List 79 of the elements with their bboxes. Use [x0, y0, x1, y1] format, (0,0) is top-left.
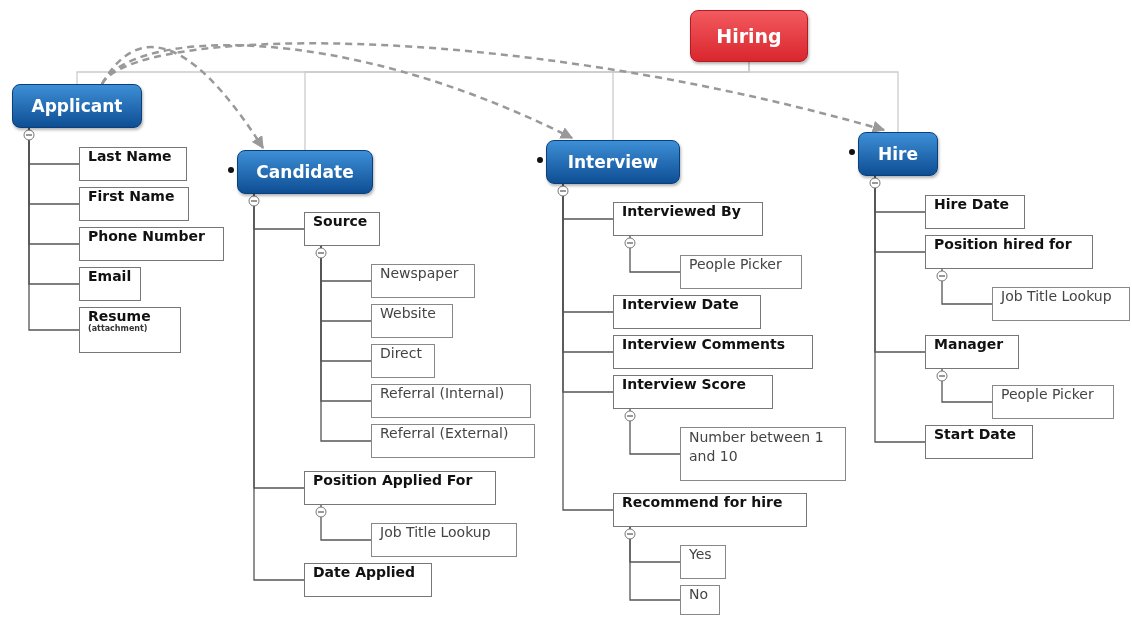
field-box	[925, 425, 1033, 459]
field-box	[613, 202, 763, 236]
field-label: Last Name	[88, 148, 172, 165]
field-box	[371, 264, 475, 298]
connector-line	[941, 368, 993, 403]
connector-line	[748, 61, 899, 133]
field-box	[371, 304, 453, 338]
topic-box	[237, 150, 373, 194]
field-label: Interview Score	[622, 376, 746, 393]
topic-label: Hire	[878, 143, 918, 165]
field-label: No	[689, 586, 709, 603]
field-label: People Picker	[1001, 386, 1094, 403]
field-box	[304, 563, 432, 597]
field-label: Newspaper	[380, 265, 459, 282]
field-box	[371, 384, 531, 418]
topic-label: Interview	[567, 151, 659, 173]
dashed-arrow	[101, 42, 886, 134]
field-box	[925, 335, 1019, 369]
connector-line	[941, 268, 993, 305]
field-box	[925, 195, 1025, 229]
connector-line	[320, 504, 372, 541]
field-box	[680, 255, 802, 289]
field-box	[680, 585, 720, 615]
field-box	[680, 427, 846, 481]
field-label: Position Applied For	[313, 472, 473, 489]
field-box	[613, 335, 813, 369]
field-box	[371, 424, 535, 458]
field-box	[304, 212, 380, 246]
field-label: Referral (Internal)	[380, 385, 505, 402]
field-box	[680, 545, 726, 579]
field-box	[992, 287, 1130, 321]
field-box	[79, 227, 224, 261]
topic-box	[546, 140, 680, 184]
field-label: Source	[313, 213, 368, 230]
topic-box	[858, 132, 938, 176]
field-label: Job Title Lookup	[380, 524, 491, 541]
field-label: Resume	[88, 308, 151, 324]
field-label: Position hired for	[934, 236, 1072, 253]
field-box	[79, 267, 141, 301]
field-label: Recommend for hire	[622, 494, 783, 511]
field-note: (attachment)	[88, 324, 148, 334]
field-box	[925, 235, 1093, 269]
field-label: Email	[88, 268, 132, 285]
field-label: Job Title Lookup	[1001, 288, 1112, 305]
field-label: Date Applied	[313, 564, 416, 581]
field-label: Number between 1 and 10	[689, 428, 825, 466]
field-box	[79, 147, 187, 181]
field-label: Direct	[380, 345, 422, 362]
field-label: Interview Comments	[622, 336, 786, 353]
field-box	[371, 344, 435, 378]
field-box	[79, 307, 181, 353]
field-label: Interview Date	[622, 296, 739, 313]
topic-label: Candidate	[256, 161, 354, 183]
connector-line	[629, 235, 681, 273]
field-box	[613, 493, 807, 527]
dashed-arrow	[101, 44, 574, 140]
field-box	[613, 375, 773, 409]
field-label: Yes	[689, 546, 712, 563]
field-box	[304, 471, 496, 505]
field-box	[613, 295, 761, 329]
field-label: Start Date	[934, 426, 1016, 443]
field-box	[992, 385, 1114, 419]
topic-label: Applicant	[31, 95, 123, 117]
field-label: Website	[380, 305, 436, 322]
field-label: Hire Date	[934, 196, 1010, 213]
field-label: Phone Number	[88, 228, 205, 245]
field-label: Referral (External)	[380, 425, 509, 442]
connector-line	[629, 526, 681, 601]
field-label: First Name	[88, 188, 175, 205]
field-box	[371, 523, 517, 557]
connector-line	[629, 408, 681, 455]
root-topic-box	[690, 10, 808, 62]
field-box	[79, 187, 189, 221]
field-label: People Picker	[689, 256, 782, 273]
connector-line	[253, 193, 305, 581]
field-label: Manager	[934, 336, 1004, 353]
topic-box	[12, 84, 142, 128]
topic-label: Hiring	[716, 24, 782, 48]
field-label: Interviewed By	[622, 203, 741, 220]
